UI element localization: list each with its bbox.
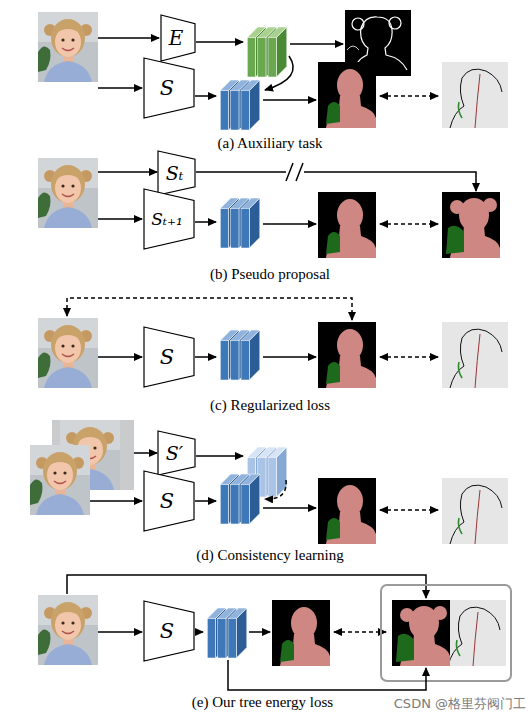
prediction-mask <box>318 478 376 544</box>
encoder-trapezoid: S′ <box>157 430 196 476</box>
dashed-double-arrow <box>380 95 438 97</box>
scribble-label <box>442 62 508 128</box>
dashed-double-arrow <box>380 509 438 511</box>
dashed-double-arrow <box>334 631 386 633</box>
prediction-mask <box>272 600 330 666</box>
flow-arrow <box>263 507 316 509</box>
dashed-double-arrow <box>380 223 438 225</box>
encoder-trapezoid: Sₜ₊₁ <box>143 188 195 250</box>
encoder-label: S <box>143 57 195 119</box>
encoder-trapezoid: S <box>143 600 195 662</box>
flow-arrow <box>195 356 216 358</box>
panel-caption: (a) Auxiliary task <box>140 134 400 152</box>
flow-arrow <box>263 99 316 101</box>
panel-caption: (d) Consistency learning <box>140 546 400 564</box>
flow-arrow <box>263 356 316 358</box>
scribble-label <box>442 478 508 544</box>
encoder-label: Sₜ <box>157 150 196 196</box>
feature-cube-blue <box>220 474 260 524</box>
break-mark <box>286 163 303 181</box>
trapezoid-outline <box>144 58 194 118</box>
encoder-label: S <box>143 470 195 532</box>
flow-arrow <box>228 660 426 690</box>
encoder-label: S <box>143 600 195 662</box>
trapezoid-outline <box>144 189 194 249</box>
input-photo <box>38 12 98 82</box>
flow-arrow <box>98 37 159 39</box>
input-photo <box>38 318 98 388</box>
encoder-label: S <box>143 326 195 388</box>
panel-caption: (e) Our tree energy loss <box>140 693 385 711</box>
flow-arrow <box>196 41 243 43</box>
watermark: CSDN @格里芬阀门工 <box>330 695 526 713</box>
flow-arrow <box>90 500 142 502</box>
encoder-trapezoid: E <box>160 14 196 62</box>
prediction-mask <box>318 62 376 128</box>
pseudo-mask <box>442 192 500 258</box>
feature-cube-blue <box>220 330 260 380</box>
trapezoid-outline <box>144 601 194 661</box>
trapezoid-outline <box>158 151 195 195</box>
flow-arrow <box>134 452 157 454</box>
encoder-label: S′ <box>157 430 196 476</box>
tree-energy-mask <box>392 600 450 666</box>
scribble-label <box>442 322 508 388</box>
curved-arrow <box>265 56 293 90</box>
flow-arrow <box>98 631 142 633</box>
flow-arrow <box>195 500 216 502</box>
grouping-frame <box>381 585 511 681</box>
flow-arrow <box>98 356 142 358</box>
input-photo <box>38 595 98 665</box>
flow-arrow <box>195 95 216 97</box>
flow-arrow <box>196 455 243 457</box>
flow-arrow <box>98 171 157 173</box>
prediction-mask <box>318 192 376 258</box>
panel-caption: (b) Pseudo proposal <box>140 265 400 283</box>
encoder-trapezoid: S <box>143 57 195 119</box>
encoder-label: E <box>160 14 196 62</box>
trapezoid-outline <box>161 15 195 61</box>
encoder-label: Sₜ₊₁ <box>143 188 195 250</box>
trapezoid-outline <box>144 327 194 387</box>
flow-arrow <box>98 218 142 220</box>
flow-arrow <box>249 631 270 633</box>
panel-caption: (c) Regularized loss <box>140 396 400 414</box>
feature-cube-green <box>247 27 287 77</box>
trapezoid-outline <box>144 471 194 531</box>
encoder-trapezoid: S <box>143 326 195 388</box>
prediction-mask <box>318 322 376 388</box>
trapezoid-outline <box>158 431 195 475</box>
feature-cube-blue <box>220 80 260 130</box>
flow-arrow <box>98 87 142 89</box>
encoder-trapezoid: Sₜ <box>157 150 196 196</box>
flow-arrow <box>290 43 343 45</box>
flow-arrow <box>195 221 216 223</box>
input-photo <box>30 445 90 515</box>
encoder-trapezoid: S <box>143 470 195 532</box>
flow-arrow <box>67 575 426 598</box>
flow-arrow <box>263 223 316 225</box>
dashed-arrow <box>67 298 352 320</box>
flow-arrow <box>196 172 476 191</box>
flow-arrow <box>195 631 203 633</box>
dashed-curved-arrow <box>265 480 286 499</box>
feature-cube-blue <box>220 198 260 248</box>
feature-cube-blue <box>207 608 247 658</box>
dashed-double-arrow <box>380 356 438 358</box>
input-photo <box>38 158 98 228</box>
